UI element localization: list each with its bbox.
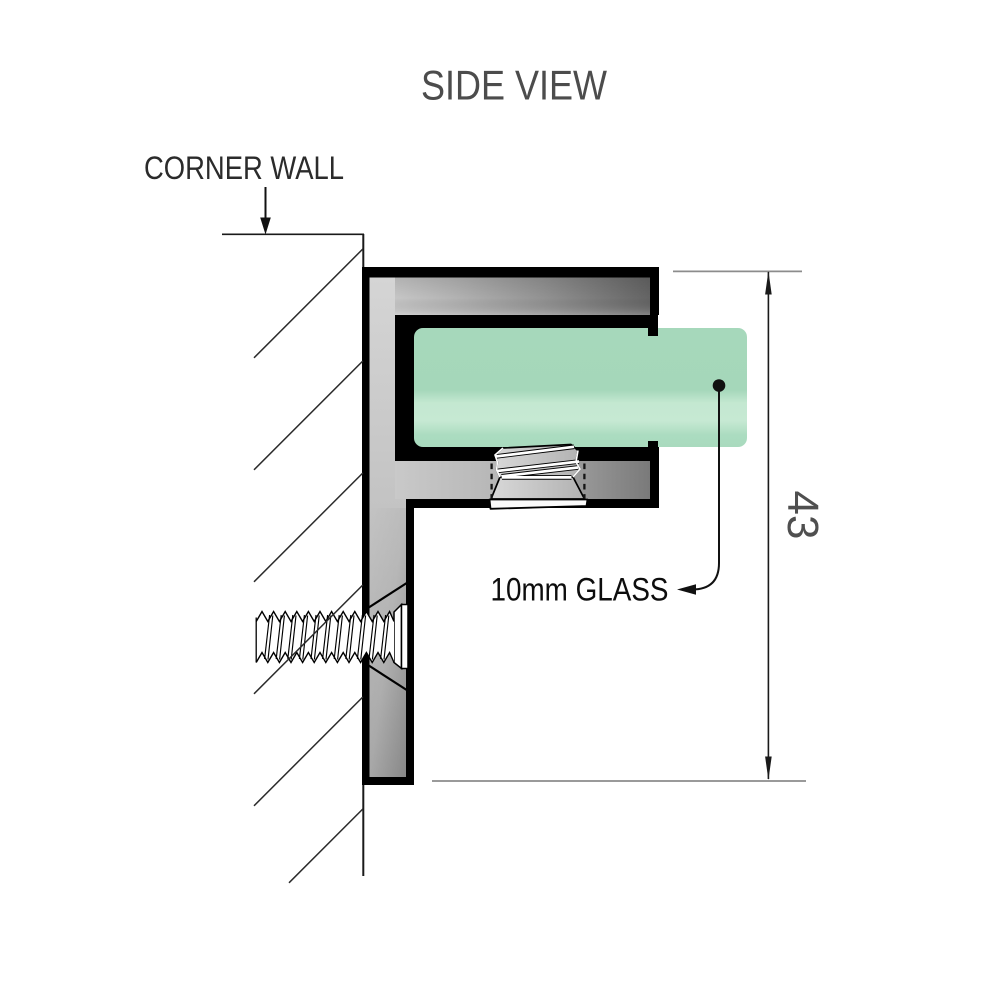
svg-text:CORNER WALL: CORNER WALL (144, 150, 344, 186)
svg-text:43: 43 (778, 491, 827, 540)
svg-text:10mm GLASS: 10mm GLASS (491, 572, 669, 608)
svg-text:SIDE VIEW: SIDE VIEW (421, 62, 608, 109)
